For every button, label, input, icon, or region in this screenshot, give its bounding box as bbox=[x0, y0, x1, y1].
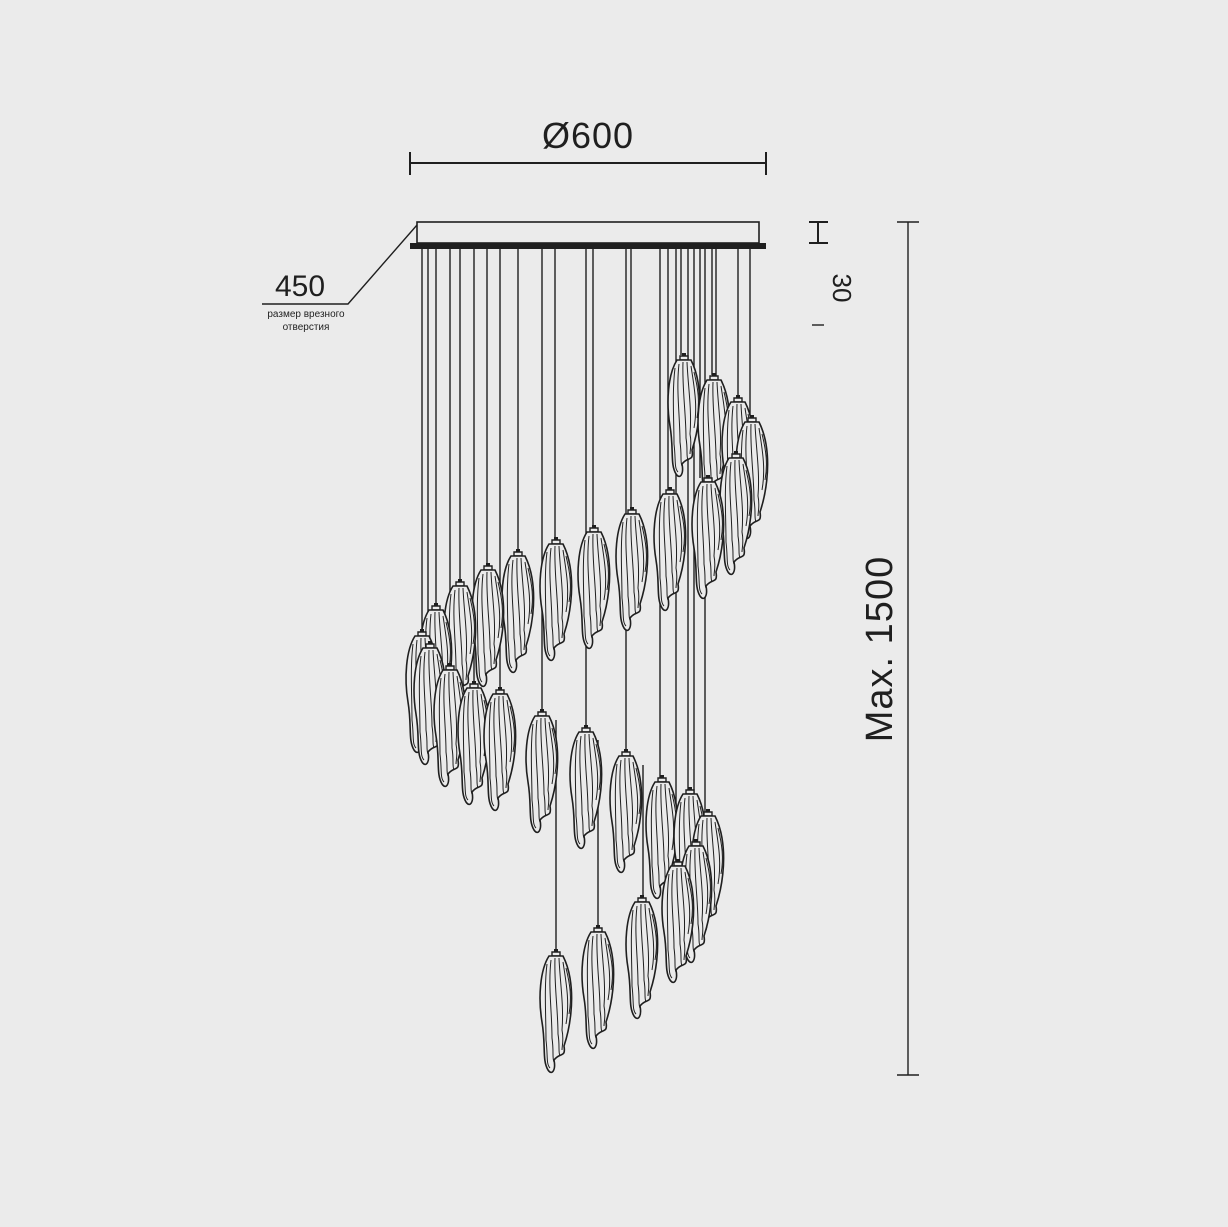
diameter-dimension-line bbox=[409, 152, 767, 175]
diameter-label: Ø600 bbox=[541, 115, 635, 156]
ceiling-canopy bbox=[410, 221, 766, 249]
cutout-leader-line bbox=[262, 224, 418, 305]
canopy-height-label: 30 bbox=[827, 273, 857, 303]
cutout-note-label: размер врезного отверстия bbox=[267, 309, 345, 333]
canopy-height-dimension bbox=[809, 221, 828, 326]
max-height-dimension bbox=[897, 221, 919, 1076]
cutout-size-label: 450 bbox=[274, 270, 326, 303]
max-height-label: Max. 1500 bbox=[859, 555, 901, 743]
